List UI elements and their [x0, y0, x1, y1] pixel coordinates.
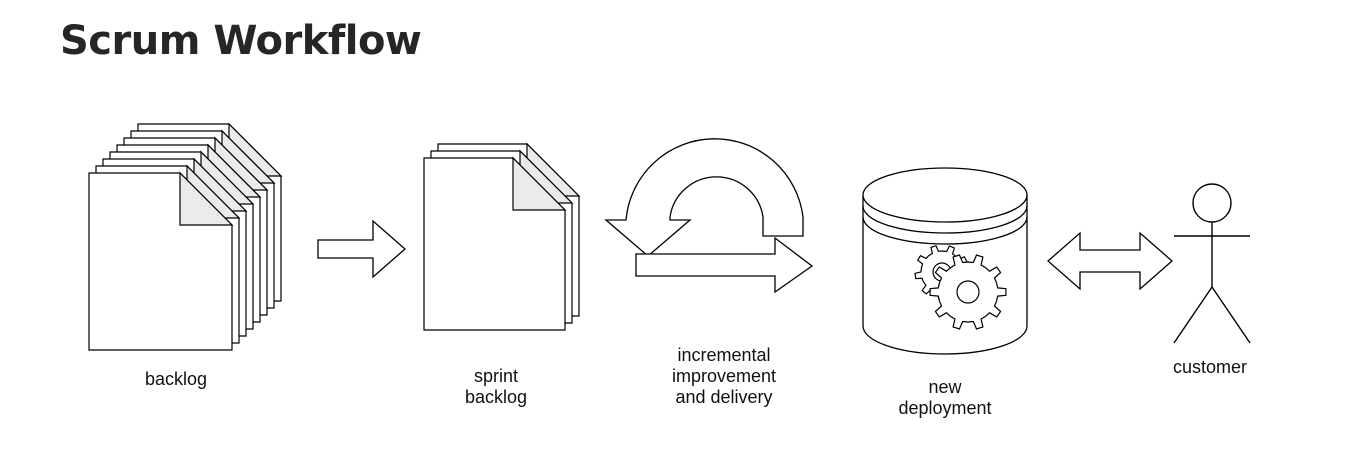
diagram-title: Scrum Workflow	[60, 18, 422, 64]
label-incremental-improvement: incremental improvement and delivery	[671, 345, 777, 407]
double-arrow-icon	[1047, 231, 1173, 291]
label-customer: customer	[1172, 357, 1248, 377]
customer-stick-figure-icon	[1173, 183, 1251, 344]
sprint-backlog-documents-icon	[423, 142, 581, 331]
label-sprint-backlog: sprint backlog	[464, 366, 528, 407]
database-gear-icon	[862, 167, 1028, 355]
cycle-arrow-icon	[604, 138, 814, 294]
document-fold	[512, 156, 567, 211]
document-fold	[179, 171, 234, 226]
label-backlog: backlog	[144, 369, 208, 389]
backlog-documents-icon	[88, 122, 283, 351]
right-arrow-icon	[317, 219, 406, 279]
label-new-deployment: new deployment	[898, 377, 992, 418]
